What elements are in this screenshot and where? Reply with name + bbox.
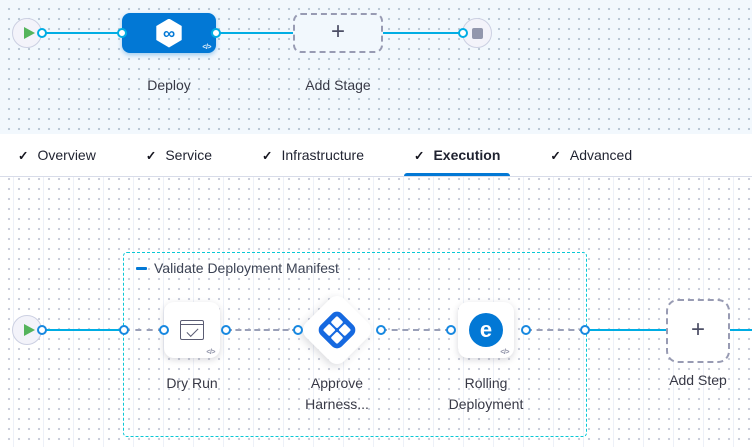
- tab-service[interactable]: ✓ Service: [136, 134, 222, 176]
- plus-icon: +: [330, 18, 345, 45]
- step-node-dry-run[interactable]: </>: [164, 302, 220, 358]
- tab-execution[interactable]: ✓ Execution: [403, 134, 511, 176]
- stage-node-deploy[interactable]: ∞ </>: [122, 13, 216, 53]
- rolling-deployment-icon: e: [469, 313, 503, 347]
- check-icon: ✓: [18, 148, 29, 163]
- step-group-label: Validate Deployment Manifest: [154, 260, 339, 276]
- link-port: [446, 325, 456, 335]
- step-link-dashed: [124, 329, 164, 331]
- tab-label: Service: [165, 147, 213, 163]
- check-icon: ✓: [413, 148, 425, 163]
- add-stage-button[interactable]: +: [293, 13, 383, 53]
- harness-approval-icon: [315, 308, 359, 352]
- add-stage-label: Add Stage: [305, 77, 371, 93]
- tab-advanced[interactable]: ✓ Advanced: [540, 134, 642, 176]
- dry-run-icon: [180, 320, 204, 340]
- link-port: [293, 325, 303, 335]
- stage-graph-canvas: ∞ </> + Deploy Add Stage: [0, 0, 752, 134]
- plus-icon: +: [690, 316, 705, 343]
- link-port: [159, 325, 169, 335]
- play-icon: [23, 27, 35, 39]
- play-icon: [23, 324, 35, 336]
- tab-overview[interactable]: ✓ Overview: [8, 134, 106, 176]
- link-port: [119, 325, 129, 335]
- rolling-glyph: e: [479, 317, 493, 342]
- step-link-line: [730, 329, 752, 331]
- stop-icon: [471, 27, 483, 39]
- link-port: [521, 325, 531, 335]
- add-step-label: Add Step: [669, 372, 727, 388]
- link-port: [376, 325, 386, 335]
- stage-config-tabs: ✓ Overview ✓ Service ✓ Infrastructure ✓ …: [0, 134, 752, 177]
- add-step-button[interactable]: +: [666, 299, 730, 363]
- step-link-line: [27, 329, 124, 331]
- code-icon: </>: [202, 44, 211, 51]
- stage-link-line: [27, 32, 477, 34]
- check-icon: ✓: [145, 148, 157, 163]
- tab-label: Overview: [37, 147, 96, 163]
- check-icon: ✓: [262, 148, 273, 163]
- harness-infinity-glyph: ∞: [162, 23, 176, 43]
- code-icon: </>: [500, 349, 509, 356]
- cd-stage-icon: ∞: [156, 18, 182, 48]
- link-port: [117, 28, 127, 38]
- link-port: [580, 325, 590, 335]
- check-icon: ✓: [550, 148, 561, 163]
- step-link-dashed: [381, 329, 451, 331]
- step-node-rolling-deployment[interactable]: e </>: [458, 302, 514, 358]
- code-icon: </>: [206, 349, 215, 356]
- link-port: [458, 28, 468, 38]
- stage-label: Deploy: [147, 77, 191, 93]
- link-port: [37, 325, 47, 335]
- link-port: [37, 28, 47, 38]
- execution-graph-canvas: Validate Deployment Manifest </> e </>: [0, 177, 752, 447]
- tab-label: Infrastructure: [281, 147, 364, 163]
- tab-label: Advanced: [569, 147, 633, 163]
- tab-infrastructure[interactable]: ✓ Infrastructure: [252, 134, 374, 176]
- link-port: [211, 28, 221, 38]
- step-label: Rolling Deployment: [448, 375, 524, 412]
- step-link-dashed: [226, 329, 298, 331]
- step-label: Approve Harness...: [305, 375, 369, 412]
- step-link-line: [587, 329, 666, 331]
- link-port: [221, 325, 231, 335]
- step-group-header: Validate Deployment Manifest: [136, 260, 339, 276]
- step-link-dashed: [526, 329, 585, 331]
- tab-label: Execution: [433, 147, 501, 163]
- step-label: Dry Run: [166, 375, 218, 391]
- step-group-container: Validate Deployment Manifest: [123, 252, 587, 437]
- collapse-icon[interactable]: [136, 266, 147, 270]
